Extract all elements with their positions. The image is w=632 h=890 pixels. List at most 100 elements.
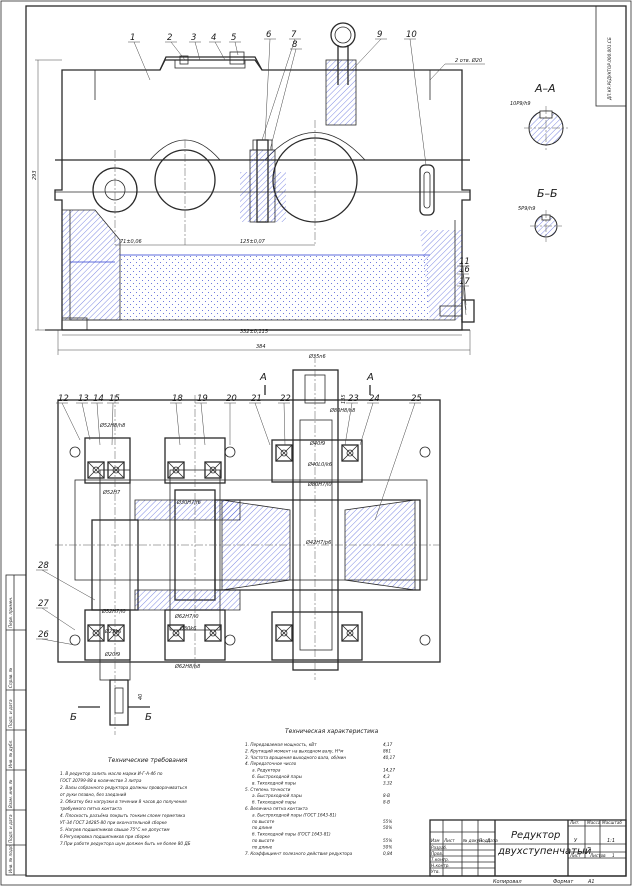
cut-b-right: Б bbox=[145, 712, 152, 723]
left-margin-strip bbox=[5, 574, 27, 876]
dim-fit-52l0: Ø52H7/l0 bbox=[101, 608, 126, 615]
lit-value: У bbox=[574, 838, 578, 844]
format-label: Формат bbox=[553, 879, 574, 885]
title-col-header: Подп. bbox=[479, 838, 492, 843]
tech-char-value: 40,17 bbox=[383, 755, 395, 760]
margin-label: Справ. № bbox=[8, 667, 13, 688]
leader-20: 20 bbox=[224, 394, 237, 445]
margin-label: Подп. и дата bbox=[8, 814, 13, 843]
leader-15: 15 bbox=[107, 394, 120, 446]
part-number-label: 7 bbox=[291, 30, 297, 40]
leader-11: 11 bbox=[457, 257, 470, 306]
leader-12: 12 bbox=[56, 394, 81, 441]
tech-req-item: 6.Регулировка подшипников при сборке bbox=[60, 834, 150, 839]
front-section-view: 71±0,06 125±0,07 332±0,115 384 293 2 отв… bbox=[32, 22, 485, 355]
bearing bbox=[87, 624, 105, 642]
dim-overall-inner: 332±0,115 bbox=[240, 329, 268, 335]
tech-char-label: 2. Крутящий момент на выходном валу, Н*м bbox=[245, 748, 343, 753]
tech-char-value: 55% bbox=[383, 819, 392, 824]
tech-char-label: 7. Коэффициент полезного действия редукт… bbox=[245, 851, 353, 856]
tech-char-label: по длине bbox=[252, 825, 273, 830]
margin-label: Инв. № подл. bbox=[8, 844, 13, 873]
part-number-label: 26 bbox=[38, 630, 49, 640]
tech-char-value: 4,17 bbox=[383, 742, 393, 747]
bearing bbox=[167, 624, 185, 642]
tech-char-label: по высоте bbox=[252, 838, 275, 843]
dim-out-shaft: Ø35n6 bbox=[308, 353, 326, 360]
leader-1: 1 bbox=[128, 33, 151, 81]
title-col-header: Лист bbox=[443, 838, 455, 843]
format-value: А1 bbox=[587, 879, 595, 885]
part-number-label: 1 bbox=[130, 33, 135, 43]
leader-19: 19 bbox=[195, 394, 208, 446]
dim-c2: 125±0,07 bbox=[240, 239, 266, 245]
section-aa-label: А–А bbox=[534, 82, 556, 95]
dim-fit-62: Ø62H7/l0 bbox=[174, 613, 199, 620]
tech-char-value: 0,84 bbox=[383, 851, 393, 856]
tech-char-label: а. Быстроходной пары (ГОСТ 1643-81) bbox=[252, 812, 337, 817]
title-role: Т.контр. bbox=[431, 857, 449, 862]
sheet-label: Лист bbox=[569, 853, 581, 858]
part-number-label: 5 bbox=[231, 33, 236, 43]
part-number-label: 19 bbox=[197, 394, 208, 404]
scale-value: 1:1 bbox=[607, 838, 615, 844]
part-number-label: 21 bbox=[251, 394, 262, 404]
stamp-code: ДП.КР.РЕДУКТОР.000.001.СБ bbox=[607, 37, 612, 101]
tech-req-item: 4. Плоскость разъёма покрыть тонким слое… bbox=[60, 813, 186, 818]
tech-char-label: 4. Передаточное число bbox=[245, 761, 297, 766]
lit-label: Лит. bbox=[569, 820, 580, 825]
sheets-value: 1 bbox=[612, 853, 615, 858]
title-col-header: Дата bbox=[486, 838, 498, 843]
part-number-label: 14 bbox=[93, 394, 104, 404]
dim-c1: 71±0,06 bbox=[120, 239, 142, 245]
cut-a-right: А bbox=[366, 372, 374, 383]
dim-fit-30h7: Ø30H7/f6 bbox=[176, 499, 201, 506]
technical-characteristics: Техническая характеристика 1. Передаваем… bbox=[245, 728, 395, 856]
bearing bbox=[341, 624, 359, 642]
part-number-label: 2 bbox=[167, 33, 172, 43]
tech-req-item: 3. Обкатку без нагрузки в течении 8 часо… bbox=[60, 799, 187, 804]
tech-req-item: 7.При работе редуктора шум должен быть н… bbox=[60, 841, 191, 846]
part-number-label: 17 bbox=[459, 277, 470, 287]
title-col-header: Изм bbox=[431, 838, 440, 843]
leader-3: 3 bbox=[189, 33, 201, 61]
tech-char-value: 50% bbox=[383, 844, 392, 849]
tech-char-value: 14,27 bbox=[383, 768, 395, 773]
dim-fit-80l0: Ø80H7/l0 bbox=[307, 481, 332, 488]
tech-req-item: от руки плавно, без заеданий bbox=[60, 792, 126, 797]
part-number-label: 20 bbox=[226, 394, 237, 404]
leader-27: 27 bbox=[36, 599, 76, 631]
dim-depth: 135 bbox=[341, 394, 347, 404]
part-number-label: 9 bbox=[377, 30, 382, 40]
mass-label: Масса bbox=[587, 820, 601, 825]
part-number-label: 16 bbox=[459, 265, 470, 275]
part-number-label: 12 bbox=[58, 394, 69, 404]
bearing bbox=[341, 444, 359, 462]
leader-26: 26 bbox=[36, 630, 76, 646]
margin-label: Инв. № дубл. bbox=[8, 739, 13, 768]
leader-18: 18 bbox=[170, 394, 183, 446]
part-number-label: 25 bbox=[411, 394, 422, 404]
dim-fit-40k6: Ø40L0/k6 bbox=[307, 461, 332, 468]
tech-char-value: 55% bbox=[383, 838, 392, 843]
part-number-label: 22 bbox=[280, 394, 291, 404]
tech-req-item: УТ-34 ГОСТ 24285-80 при окончательной сб… bbox=[60, 820, 167, 825]
title-col-header: № докум. bbox=[462, 838, 484, 843]
tech-char-label: а. Редуктора bbox=[252, 768, 281, 773]
tech-char-label: 3. Частота вращения выходного вала, об/м… bbox=[245, 755, 346, 760]
part-number-label: 4 bbox=[211, 33, 216, 43]
part-number-label: 10 bbox=[406, 30, 417, 40]
part-number-label: 15 bbox=[109, 394, 120, 404]
cut-a-left: А bbox=[259, 372, 267, 383]
part-number-label: 24 bbox=[369, 394, 380, 404]
dim-fit-42: Ø42H7/p6 bbox=[305, 539, 331, 546]
tech-char-value: 4,3 bbox=[383, 774, 390, 779]
copied-label: Копировал bbox=[493, 879, 522, 885]
dim-fit-25: Ø25k6 bbox=[104, 628, 121, 635]
dim-in-len: 40 bbox=[138, 694, 144, 700]
stamp-box bbox=[595, 5, 627, 107]
leader-9: 9 bbox=[351, 30, 387, 71]
tech-req-item: требуемого пятна контакта bbox=[60, 806, 122, 811]
